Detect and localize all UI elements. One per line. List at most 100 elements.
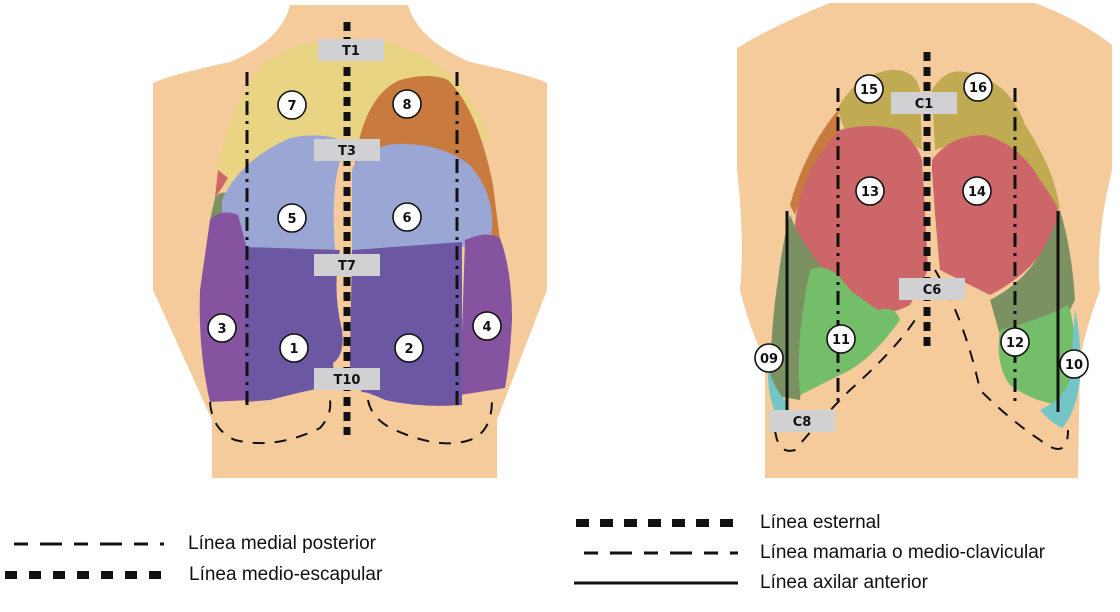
vertebra-label-t10: T10 [314,368,380,390]
zone-marker-1-text: 1 [289,342,298,357]
thick-dotted-line-sample [5,571,165,579]
vertebra-label-box [314,368,380,390]
vertebra-label-c8: C8 [769,410,835,432]
thick-dotted-line-sample [576,519,738,527]
vertebra-label-t7-text: T7 [338,259,356,274]
zone-marker-circle [826,324,856,354]
legend-label: Línea mamaria o medio-clavicular [760,542,1046,563]
vertebra-label-c1-text: C1 [915,97,934,112]
dash-dot-line-sample [584,551,738,555]
zone-marker-circle [854,74,884,104]
zone-marker-16: 16 [963,72,993,102]
zone-marker-3: 3 [207,313,237,343]
legend-label: Línea axilar anterior [760,572,928,593]
vertebra-label-c8-text: C8 [793,415,812,430]
zone-marker-15: 15 [854,74,884,104]
vertebra-label-box [318,39,384,61]
vertebra-label-t3-text: T3 [338,144,356,159]
zone-14-region [932,135,1061,295]
zone-marker-12-text: 12 [1006,336,1024,351]
vertebra-label-t7: T7 [314,254,380,276]
zone-marker-circle [962,176,992,206]
vertebra-label-box [769,410,835,432]
vertebra-label-box [314,254,380,276]
zone-10-region [1040,310,1081,428]
zone-marker-circle [963,72,993,102]
zone-marker-circle [472,311,502,341]
zone-1-region [245,247,343,402]
zone-marker-circle [207,313,237,343]
zone-marker-8: 8 [392,89,422,119]
vertebra-label-c6: C6 [899,278,965,300]
right-anterior-costal-outline [934,269,1069,450]
zone-marker-circle [392,89,422,119]
left-costal-margin-outline [209,399,332,445]
zone-marker-13: 13 [855,176,885,206]
legend-label: Línea esternal [760,512,881,533]
zone-marker-5-text: 5 [287,212,296,227]
legend-item-midclavicular: Línea mamaria o medio-clavicular [584,542,1045,564]
vertebra-label-c1: C1 [891,92,957,114]
zone-marker-circle [392,202,422,232]
dash-dot-line-sample [14,542,164,546]
left-orange-strip [790,110,838,215]
zone-marker-circle [1000,327,1030,357]
legend-item-mid-scapular: Línea medio-escapular [5,564,382,586]
zone-marker-09-text: 09 [760,352,778,367]
zone-marker-circle [394,333,424,363]
zone-markers: 1 2 3 4 5 6 7 8 09 10 11 12 13 14 15 16 [207,72,1089,379]
zone-marker-circle [754,343,784,373]
zone-marker-14-text: 14 [968,185,986,200]
zone-5-region [222,135,345,255]
zone-marker-2-text: 2 [404,342,413,357]
zone-marker-11: 11 [826,324,856,354]
legend-item-anterior-axillary: Línea axilar anterior [574,572,928,594]
zone-2-region [349,242,462,406]
zone-marker-2: 2 [394,333,424,363]
vertebra-label-t1: T1 [318,39,384,61]
zone-marker-16-text: 16 [969,81,987,96]
vertebra-label-t10-text: T10 [334,373,361,388]
right-costal-margin-outline [367,399,493,445]
vertebra-labels: T1 T3 T7 T10 C1 C6 C8 [314,39,965,432]
posterior-torso [153,5,547,478]
zone-marker-6: 6 [392,202,422,232]
vertebra-label-t1-text: T1 [342,44,360,59]
legend-item-medial-posterior: Línea medial posterior [12,533,376,555]
zone-marker-circle [1059,349,1089,379]
right-dark-green-region [990,210,1075,335]
zone-marker-15-text: 15 [860,83,878,98]
zone-marker-5: 5 [277,203,307,233]
legend-label: Línea medio-escapular [189,564,383,585]
zone-marker-7: 7 [277,90,307,120]
zone-3-region [199,212,250,402]
zone-marker-4: 4 [472,311,502,341]
zone-marker-circle [855,176,885,206]
vertebra-label-t3: T3 [314,139,380,161]
zone-marker-3-text: 3 [217,322,226,337]
vertebra-label-box [314,139,380,161]
zone-marker-11-text: 11 [832,333,850,348]
zone-09-region [767,368,790,412]
zone-marker-7-text: 7 [287,99,296,114]
zone-marker-09: 09 [754,343,784,373]
zone-marker-12: 12 [1000,327,1030,357]
zone-marker-circle [277,203,307,233]
zone-marker-circle [277,90,307,120]
left-red-sliver [215,170,228,198]
vertebra-label-c6-text: C6 [923,283,942,298]
zone-marker-14: 14 [962,176,992,206]
vertebra-label-box [891,92,957,114]
vertebra-label-box [899,278,965,300]
zone-marker-10-text: 10 [1065,358,1083,373]
zone-marker-8-text: 8 [402,98,411,113]
zone-marker-4-text: 4 [482,320,491,335]
zone-marker-13-text: 13 [861,185,879,200]
zone-marker-circle [279,333,309,363]
zone-13-region [790,126,928,314]
zone-marker-6-text: 6 [402,211,411,226]
zone-marker-10: 10 [1059,349,1089,379]
solid-line-sample [574,581,738,585]
zone-marker-1: 1 [279,333,309,363]
